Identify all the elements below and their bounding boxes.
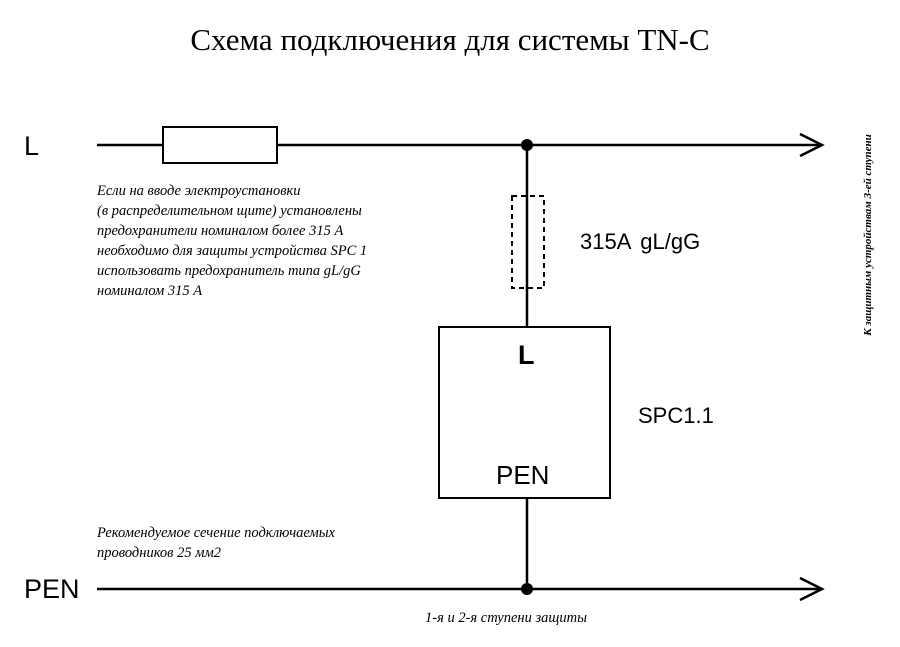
stage-note: 1-я и 2-я ступени защиты — [425, 610, 587, 626]
diagram-title: Схема подключения для системы TN-C — [190, 22, 710, 57]
pen-line-arrow — [799, 576, 825, 602]
l-line-arrow — [799, 132, 825, 158]
fuse-type: gL/gG — [640, 229, 701, 254]
fuse-rating-label: 315A gL/gG — [580, 229, 700, 255]
fuse-note-line: (в распределительном щите) установлены — [97, 203, 362, 219]
side-note: К защитным устройствам 3-ей ступени — [858, 100, 878, 370]
side-note-text: К защитным устройствам 3-ей ступени — [862, 134, 874, 336]
fuse-note-line: предохранители номиналом более 315 А — [97, 223, 344, 239]
device-terminal-pen: PEN — [496, 460, 550, 490]
pen-line-label: PEN — [24, 574, 80, 604]
device-terminal-l: L — [518, 340, 535, 370]
fuse-note-line: использовать предохранитель типа gL/gG — [97, 263, 361, 279]
spc-device-box — [438, 326, 611, 499]
input-fuse — [162, 126, 278, 164]
section-note-line: проводников 25 мм2 — [97, 545, 221, 561]
section-note-line: Рекомендуемое сечение подключаемых — [97, 525, 335, 541]
fuse-note-line: номиналом 315 А — [97, 283, 203, 299]
fuse-note-line: необходимо для защиты устройства SPC 1 — [97, 243, 368, 259]
l-line-label: L — [24, 131, 40, 161]
fuse-rating: 315A — [580, 229, 631, 254]
device-name: SPC1.1 — [638, 403, 714, 428]
protection-fuse — [511, 195, 545, 289]
pen-junction-dot — [521, 583, 533, 595]
fuse-note-line: Если на вводе электроустановки — [97, 183, 301, 199]
fuse-note: Если на вводе электроустановки (в распре… — [97, 181, 367, 301]
section-note: Рекомендуемое сечение подключаемых прово… — [97, 523, 335, 563]
